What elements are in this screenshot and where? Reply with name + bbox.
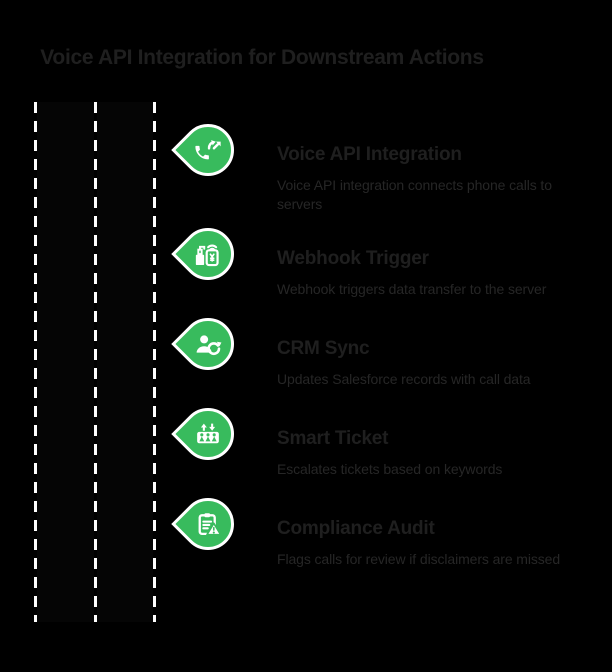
step-crm-sync: CRM Sync Updates Salesforce records with… — [171, 307, 602, 387]
step-4-pin — [171, 397, 245, 471]
sanitizer-phone-signal-icon — [195, 243, 219, 266]
step-title: Compliance Audit — [277, 518, 435, 539]
elevator-icon — [197, 422, 219, 443]
lane-dashed-line-1 — [34, 102, 37, 622]
step-title: Smart Ticket — [277, 428, 389, 449]
step-voice-api-integration: Voice API Integration Voice API integrat… — [171, 113, 602, 212]
step-description: Updates Salesforce records with call dat… — [277, 371, 531, 387]
step-1-pin — [171, 113, 245, 187]
step-2-pin — [171, 217, 245, 291]
step-title: Voice API Integration — [277, 144, 462, 165]
step-3-pin — [171, 307, 245, 381]
step-5-pin — [171, 487, 245, 561]
step-compliance-audit: Compliance Audit Flags calls for review … — [171, 487, 602, 567]
step-smart-ticket: Smart Ticket Escalates tickets based on … — [171, 397, 602, 477]
lane-dashed-line-2 — [94, 102, 97, 622]
swimlane-2 — [97, 102, 153, 622]
step-title: Webhook Trigger — [277, 248, 429, 269]
step-description: Escalates tickets based on keywords — [277, 461, 503, 477]
step-webhook-trigger: Webhook Trigger Webhook triggers data tr… — [171, 217, 602, 297]
lane-dashed-line-3 — [153, 102, 156, 622]
step-description: Voice API integration connects phone cal… — [277, 177, 552, 212]
clipboard-warning-icon — [198, 512, 222, 535]
swimlane-1 — [37, 102, 94, 622]
page-title: Voice API Integration for Downstream Act… — [40, 46, 484, 69]
user-sync-icon — [196, 334, 222, 355]
step-title: CRM Sync — [277, 338, 370, 359]
phone-forwarded-icon — [195, 139, 221, 159]
step-description: Webhook triggers data transfer to the se… — [277, 281, 547, 297]
step-description: Flags calls for review if disclaimers ar… — [277, 551, 561, 567]
